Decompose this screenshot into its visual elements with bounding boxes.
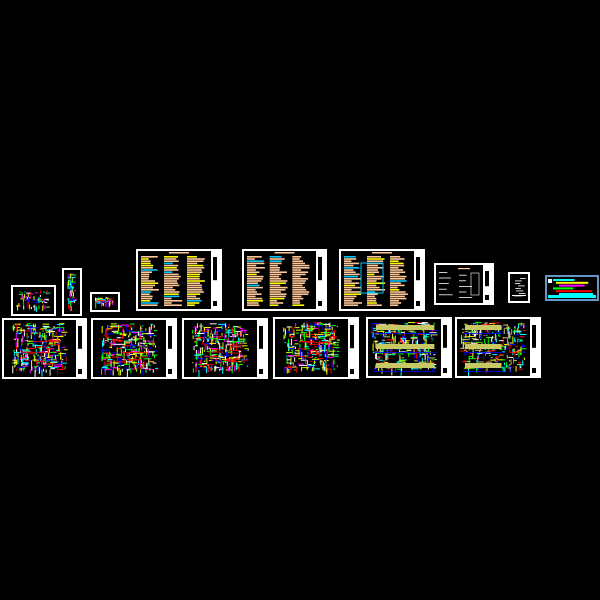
sheet-content	[192, 323, 249, 378]
title-block	[443, 325, 447, 373]
title-block	[416, 257, 420, 306]
sheet-legend-table[interactable]	[545, 275, 599, 301]
sheet-content	[371, 322, 438, 376]
sheet-design-notes-2[interactable]	[242, 249, 327, 311]
title-block	[78, 326, 82, 374]
sheet-content	[16, 290, 51, 312]
sheet-detail-small-1[interactable]	[11, 285, 56, 316]
sheet-content	[460, 322, 527, 377]
sheet-content	[101, 323, 158, 378]
title-block	[318, 257, 322, 306]
sheet-floor-plan-1[interactable]	[2, 318, 87, 379]
sheet-floor-plan-2[interactable]	[91, 318, 177, 379]
title-block	[213, 257, 217, 306]
title-block	[485, 271, 489, 300]
sheet-content	[439, 268, 480, 298]
sheet-content	[95, 297, 114, 309]
sheet-elevations[interactable]	[366, 317, 452, 378]
sheet-content	[67, 273, 77, 312]
drawing-area	[510, 274, 528, 301]
sheet-floor-plan-3[interactable]	[182, 318, 268, 379]
sheet-content	[512, 278, 526, 297]
sheet-sections-details[interactable]	[455, 317, 541, 378]
title-block	[168, 326, 172, 374]
sheet-content	[12, 323, 68, 378]
sheet-design-notes-3[interactable]	[339, 249, 425, 311]
title-block	[259, 326, 263, 374]
sheet-design-notes-1[interactable]	[136, 249, 222, 311]
title-block	[350, 325, 354, 374]
sheet-detail-small-2[interactable]	[62, 268, 82, 316]
title-block	[532, 325, 536, 373]
sheet-content	[548, 279, 596, 298]
sheet-content	[141, 252, 205, 306]
sheet-drawing-index[interactable]	[434, 263, 494, 305]
sheet-content	[283, 322, 340, 375]
sheet-content	[344, 252, 408, 306]
sheet-detail-small-3[interactable]	[90, 292, 120, 312]
sheet-content	[247, 252, 310, 306]
sheet-cover[interactable]	[508, 272, 530, 303]
sheet-roof-plan[interactable]	[273, 317, 359, 379]
